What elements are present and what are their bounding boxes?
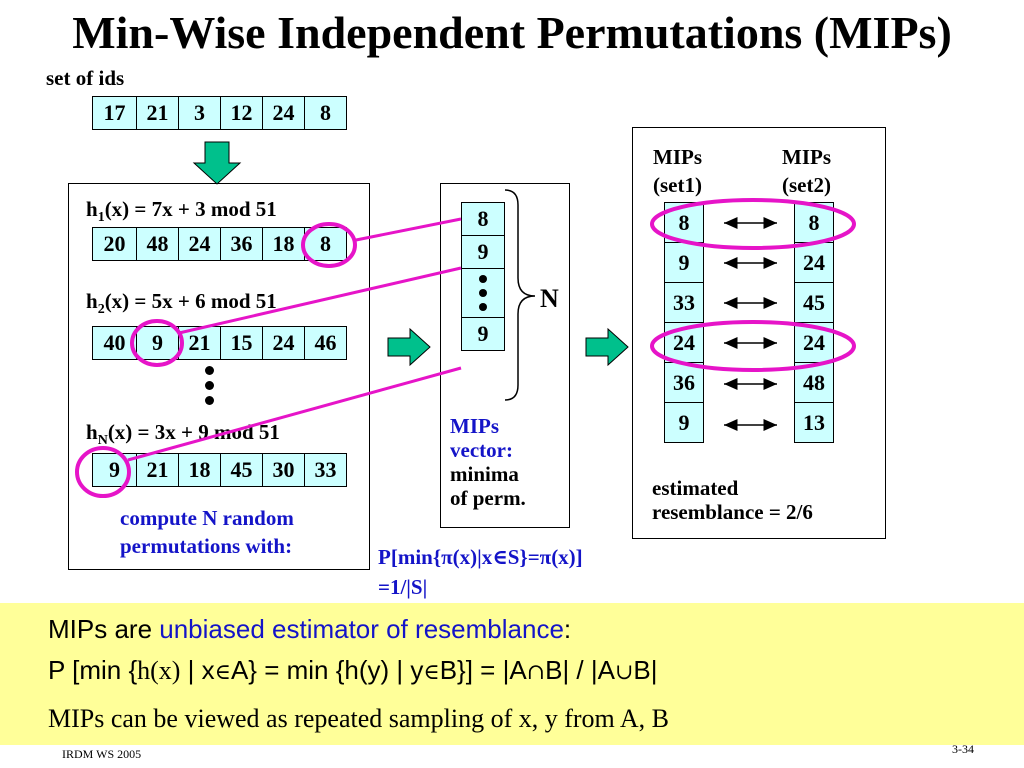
- set1-mips: 8 9 33 24 36 9: [664, 202, 704, 443]
- summary-line-3: MIPs can be viewed as repeated sampling …: [48, 704, 669, 733]
- mips-vector-cell: 9: [461, 317, 505, 351]
- id-cell: 8: [304, 96, 347, 130]
- id-cell: 21: [136, 96, 179, 130]
- id-cell: 12: [220, 96, 263, 130]
- set1-cell: 9: [664, 402, 704, 443]
- perm-cell: 48: [136, 227, 179, 261]
- perm-cell: 46: [304, 326, 347, 360]
- set1-header: MIPs (set1): [653, 145, 702, 197]
- mips-vector: 8 9 9: [461, 202, 505, 351]
- set2-mips: 8 24 45 24 48 13: [794, 202, 834, 443]
- perm-cell: 20: [92, 227, 137, 261]
- perm-cell: 36: [220, 227, 263, 261]
- perm-cell: 15: [220, 326, 263, 360]
- perm-cell: 30: [262, 453, 305, 487]
- set2-cell: 24: [794, 322, 834, 363]
- right-arrow-icon: [387, 327, 431, 367]
- hash-2-formula: h2(x) = 5x + 6 mod 51: [86, 289, 277, 318]
- id-cell: 17: [92, 96, 137, 130]
- id-cell: 3: [178, 96, 221, 130]
- hash-1-formula: h1(x) = 7x + 3 mod 51: [86, 197, 277, 226]
- id-cell: 24: [262, 96, 305, 130]
- set2-cell: 13: [794, 402, 834, 443]
- set1-cell: 33: [664, 282, 704, 323]
- right-arrow-icon: [585, 327, 629, 367]
- hash-2-values: 40 9 21 15 24 46: [92, 326, 347, 360]
- summary-box: [0, 603, 1024, 745]
- perm-cell: 8: [304, 227, 347, 261]
- page-number: 3-34: [952, 742, 974, 756]
- perm-cell: 45: [220, 453, 263, 487]
- perm-cell: 21: [178, 326, 221, 360]
- perm-cell: 33: [304, 453, 347, 487]
- set1-cell: 36: [664, 362, 704, 403]
- perm-cell: 9: [136, 326, 179, 360]
- perm-cell: 21: [136, 453, 179, 487]
- hash-n-formula: hN(x) = 3x + 9 mod 51: [86, 420, 280, 449]
- compute-note: compute N random permutations with:: [120, 506, 294, 558]
- hash-n-values: 9 21 18 45 30 33: [92, 453, 347, 487]
- summary-line-1: MIPs are unbiased estimator of resemblan…: [48, 614, 572, 644]
- set1-cell: 9: [664, 242, 704, 283]
- mips-vector-cell: 8: [461, 202, 505, 236]
- set2-cell: 48: [794, 362, 834, 403]
- probability-formula: P[min{π(x)|x∈S}=π(x)] =1/|S|: [378, 545, 583, 599]
- course-label: IRDM WS 2005: [62, 747, 142, 761]
- down-arrow-icon: [192, 141, 242, 185]
- set1-cell: 24: [664, 322, 704, 363]
- slide-title: Min-Wise Independent Permutations (MIPs): [72, 7, 952, 58]
- perm-cell: 24: [262, 326, 305, 360]
- summary-formula: P [min {h(x) | x∈A} = min {h(y) | y∈B}] …: [48, 655, 658, 685]
- set2-cell: 24: [794, 242, 834, 283]
- perm-cell: 18: [262, 227, 305, 261]
- ellipsis-dots: [205, 366, 214, 405]
- set2-cell: 45: [794, 282, 834, 323]
- estimated-resemblance: estimated resemblance = 2/6: [652, 476, 813, 524]
- mips-vector-ellipsis: [461, 268, 505, 318]
- set2-cell: 8: [794, 202, 834, 243]
- set2-header: MIPs (set2): [782, 145, 831, 197]
- perm-cell: 9: [92, 453, 137, 487]
- mips-vector-cell: 9: [461, 235, 505, 269]
- perm-cell: 18: [178, 453, 221, 487]
- hash-1-values: 20 48 24 36 18 8: [92, 227, 347, 261]
- set1-cell: 8: [664, 202, 704, 243]
- brace-label: N: [540, 284, 559, 313]
- set-of-ids-label: set of ids: [46, 66, 125, 90]
- perm-cell: 24: [178, 227, 221, 261]
- ids-array: 17 21 3 12 24 8: [92, 96, 347, 130]
- perm-cell: 40: [92, 326, 137, 360]
- mips-vector-caption: MIPs vector: minima of perm.: [450, 414, 526, 510]
